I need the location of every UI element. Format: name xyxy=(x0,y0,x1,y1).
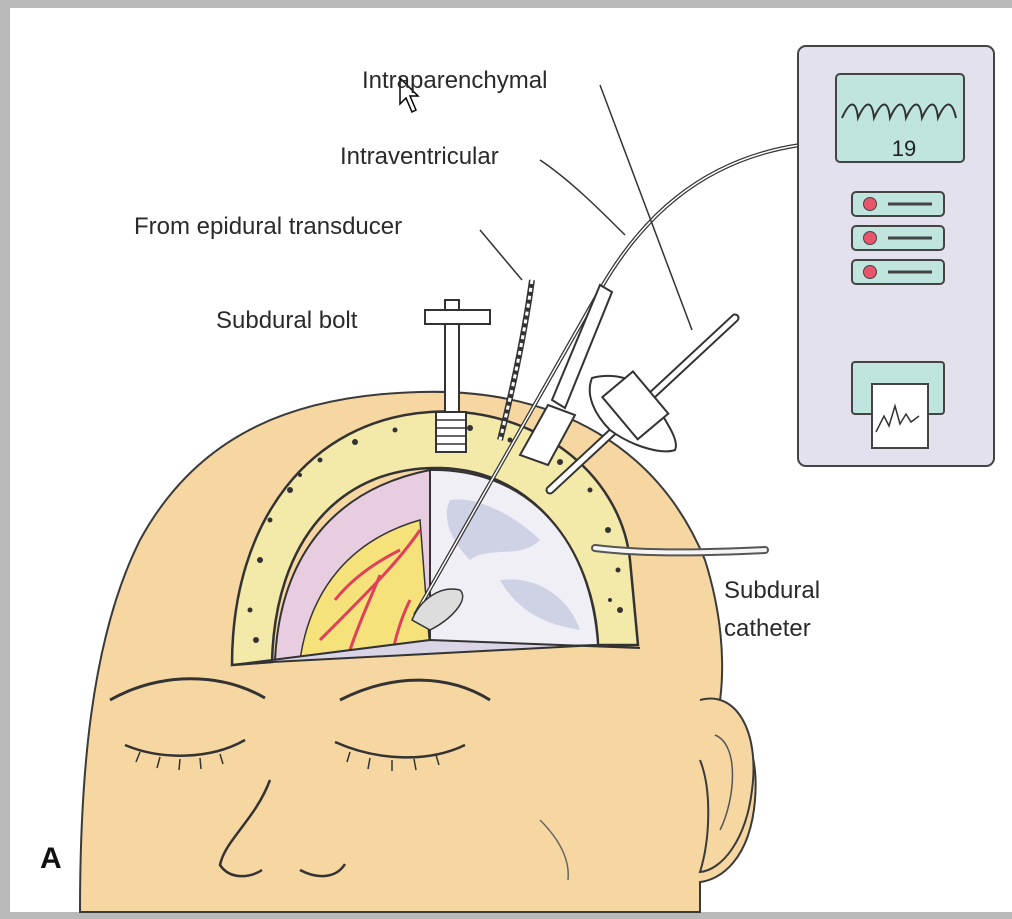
leader-lines xyxy=(480,85,692,330)
monitor-readout: 19 xyxy=(884,136,924,162)
panel-letter: A xyxy=(40,842,62,876)
indicator-light-1 xyxy=(863,197,877,211)
label-intraparenchymal: Intraparenchymal xyxy=(362,66,547,96)
ear xyxy=(700,698,753,872)
leader-epidural xyxy=(480,230,522,280)
label-subdural-catheter-line2: catheter xyxy=(724,614,811,644)
label-epidural-transducer: From epidural transducer xyxy=(134,212,402,242)
label-subdural-bolt: Subdural bolt xyxy=(216,306,357,336)
leader-intraparenchymal xyxy=(600,85,692,330)
indicator-light-2 xyxy=(863,231,877,245)
label-subdural-catheter-line1: Subdural xyxy=(724,576,820,606)
leader-intraventricular xyxy=(540,160,625,235)
monitor xyxy=(798,46,994,466)
printout xyxy=(872,384,928,448)
indicator-light-3 xyxy=(863,265,877,279)
label-intraventricular: Intraventricular xyxy=(340,142,499,172)
